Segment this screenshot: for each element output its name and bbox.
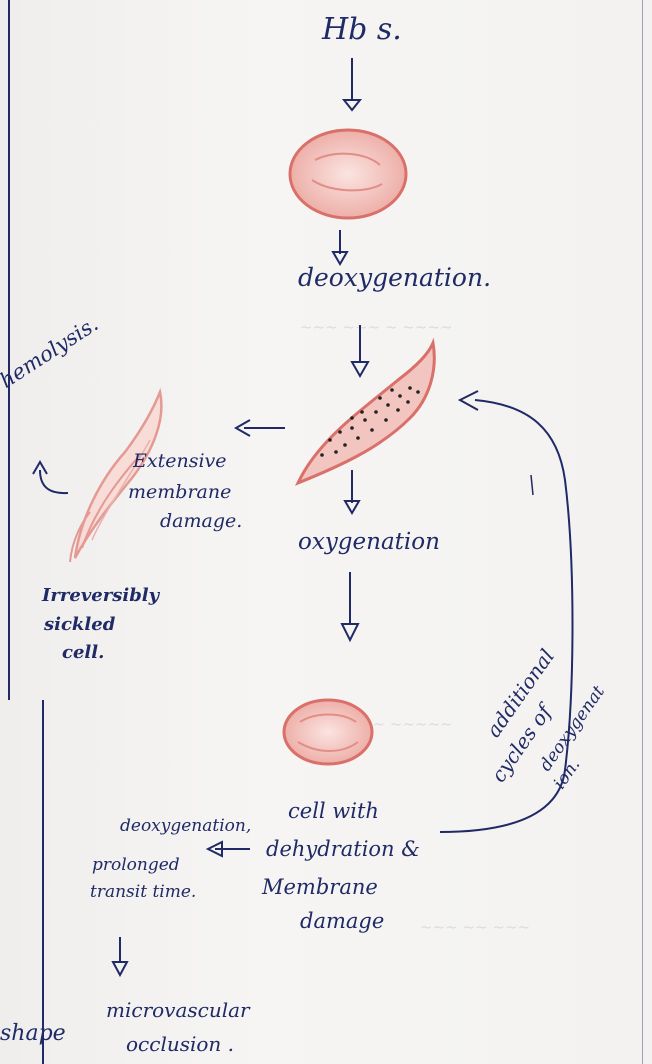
margin-word: shape: [0, 1022, 66, 1045]
arrow-hbs-to-cell: [344, 58, 360, 110]
irreversible-cell-line-3: cell.: [62, 644, 104, 663]
dehydrated-red-cell-icon: [284, 700, 372, 764]
arrow-sickle-to-oxygenation: [345, 470, 359, 513]
arrow-dehydration-to-transit: [208, 842, 250, 856]
occlusion-line-2: occlusion .: [126, 1034, 234, 1055]
start-label: Hb s.: [322, 14, 402, 46]
irreversible-cell-line-1: Irreversibly: [42, 587, 159, 606]
cell-dehydration-line-3: Membrane: [262, 876, 378, 898]
arrow-sickle-to-damage: [236, 420, 285, 436]
arrow-cell-to-deoxygenation: [333, 230, 347, 264]
occlusion-line-1: microvascular: [106, 1000, 250, 1021]
arrow-transit-to-occlusion: [113, 937, 127, 975]
arrow-oxygenation-to-cell: [342, 572, 358, 640]
arrow-deoxygenation-to-sickle: [352, 325, 368, 376]
transit-line-2: prolonged: [92, 857, 180, 875]
cell-dehydration-line-1: cell with: [288, 800, 379, 822]
extensive-damage-line-1: Extensive: [133, 452, 227, 472]
extensive-damage-line-2: membrane: [128, 483, 231, 503]
normal-red-cell-icon: [290, 130, 406, 218]
deoxygenation-label: deoxygenation.: [298, 265, 491, 291]
irreversibly-sickled-cell-icon: [70, 392, 161, 562]
cell-dehydration-line-4: damage: [300, 910, 384, 932]
cell-dehydration-line-2: dehydration &: [266, 838, 420, 860]
transit-line-3: transit time.: [90, 884, 196, 902]
irreversible-cell-line-2: sickled: [44, 616, 115, 635]
extensive-damage-line-3: damage.: [160, 512, 242, 532]
arrow-to-hemolysis: [40, 470, 68, 493]
oxygenation-label: oxygenation: [298, 530, 440, 554]
transit-line-1: deoxygenation,: [120, 818, 251, 836]
stray-mark: [531, 475, 533, 495]
